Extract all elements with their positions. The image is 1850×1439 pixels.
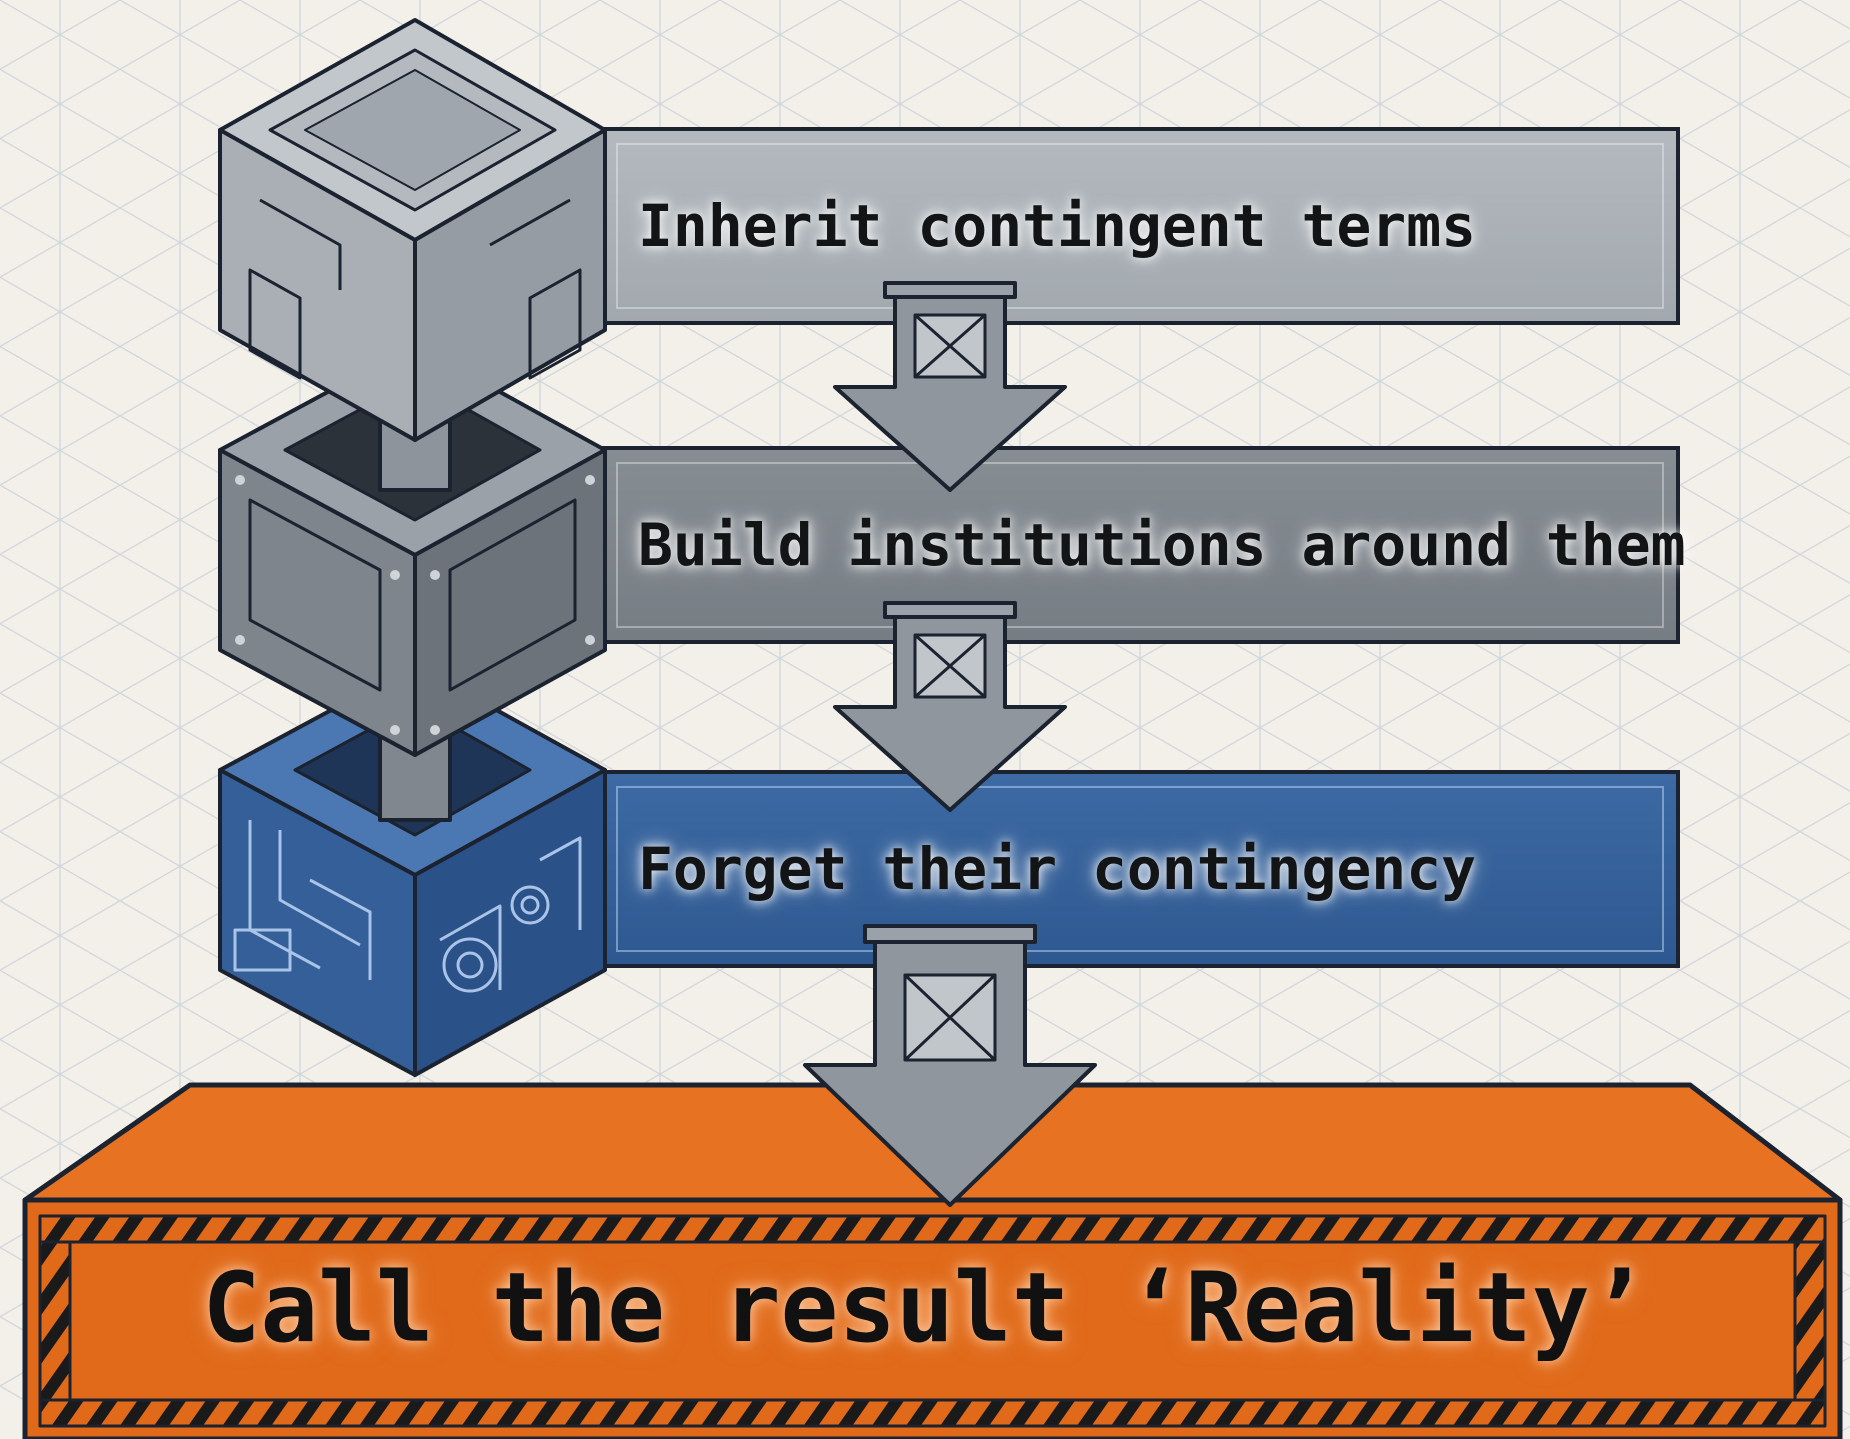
step-banner-3: Forget their contingency xyxy=(600,770,1680,968)
banner-frame xyxy=(616,143,1664,309)
cube-stack xyxy=(218,18,607,1077)
step-label-1: Inherit contingent terms xyxy=(638,192,1477,260)
down-arrow-icon xyxy=(833,601,1067,812)
banner-frame xyxy=(616,462,1664,628)
step-label-3: Forget their contingency xyxy=(638,835,1477,903)
step-label-2: Build institutions around them xyxy=(638,511,1686,579)
step-banner-2: Build institutions around them xyxy=(600,446,1686,644)
down-arrow-icon xyxy=(803,924,1097,1207)
banner-frame xyxy=(616,786,1664,952)
step-banner-1: Inherit contingent terms xyxy=(600,127,1680,325)
concrete-block-icon xyxy=(218,18,607,442)
result-label: Call the result ‘Reality’ xyxy=(202,1252,1648,1364)
down-arrow-icon xyxy=(833,281,1067,492)
result-platform xyxy=(22,1082,1843,1439)
